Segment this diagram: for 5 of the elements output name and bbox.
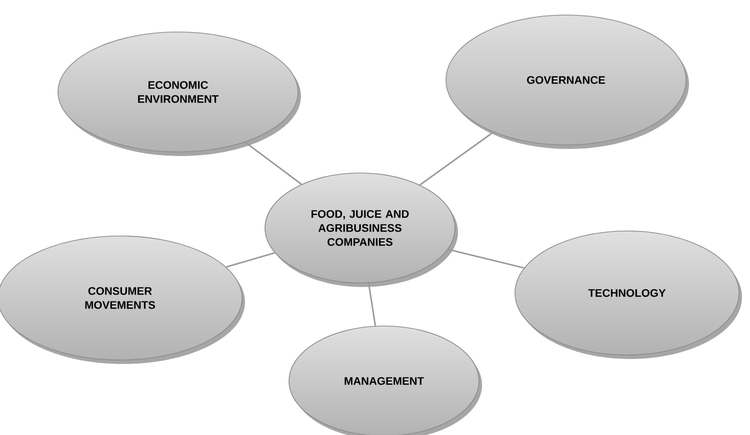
- connector-line: [226, 252, 275, 268]
- connector-line: [448, 248, 524, 269]
- connector-line: [368, 283, 376, 326]
- connector-line: [244, 142, 302, 185]
- connector-line: [420, 132, 494, 186]
